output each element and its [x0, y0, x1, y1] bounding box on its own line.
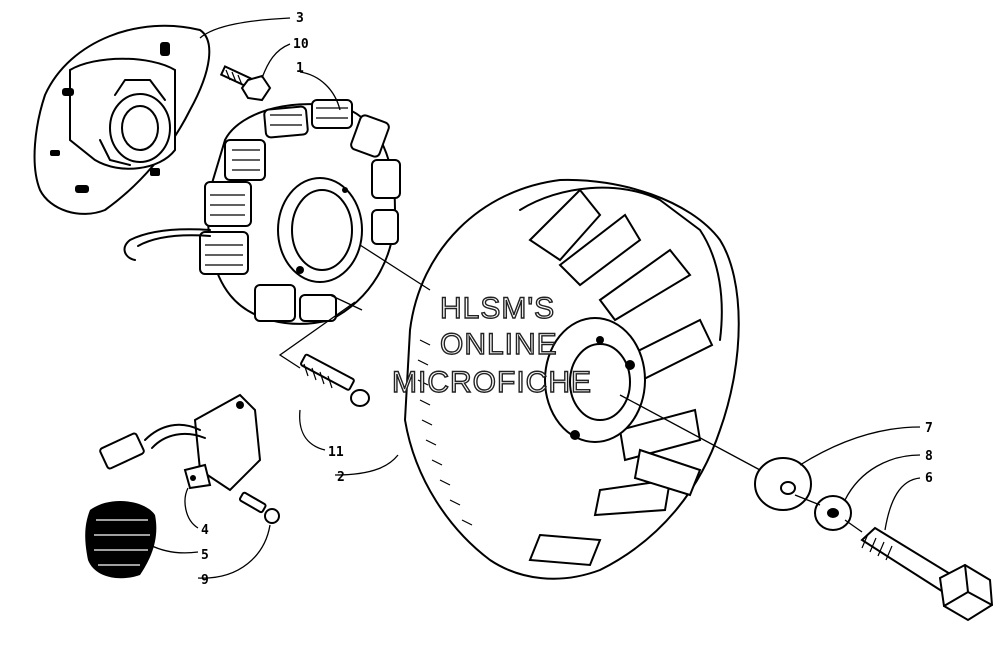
callout-10: 10: [293, 37, 309, 52]
part-6-bolt: [860, 526, 994, 622]
callout-4: 4: [201, 523, 209, 538]
callout-3: 3: [296, 11, 304, 26]
part-2-flywheel: [403, 178, 740, 580]
callout-11: 11: [328, 445, 344, 460]
callout-7: 7: [925, 421, 933, 436]
part-1-stator: [123, 99, 401, 325]
callout-1: 1: [296, 61, 304, 76]
part-3-backing-plate: [33, 24, 211, 215]
callout-labels: 3 10 1 7 8 6 11 2 4 5 9: [201, 11, 933, 588]
part-9-screw: [238, 491, 280, 524]
assembly-axis-lines: [278, 244, 863, 533]
part-11-screw: [300, 353, 370, 407]
watermark-line-1: HLSM'S: [440, 292, 555, 325]
callout-5: 5: [201, 548, 209, 563]
part-7-washer: [754, 457, 812, 511]
callout-6: 6: [925, 471, 933, 486]
part-10-bolt: [219, 65, 272, 102]
callout-2: 2: [337, 470, 345, 485]
part-4-pulser: [99, 393, 262, 492]
callout-9: 9: [201, 573, 209, 588]
watermark-line-2: ONLINE: [440, 328, 558, 361]
part-8-lock-washer: [814, 495, 852, 531]
callout-leaders: [149, 17, 921, 579]
callout-8: 8: [925, 449, 933, 464]
part-5-grommet: [85, 500, 157, 579]
watermark: HLSM'S ONLINE MICROFICHE: [391, 291, 592, 399]
watermark-line-3: MICROFICHE: [392, 366, 592, 399]
